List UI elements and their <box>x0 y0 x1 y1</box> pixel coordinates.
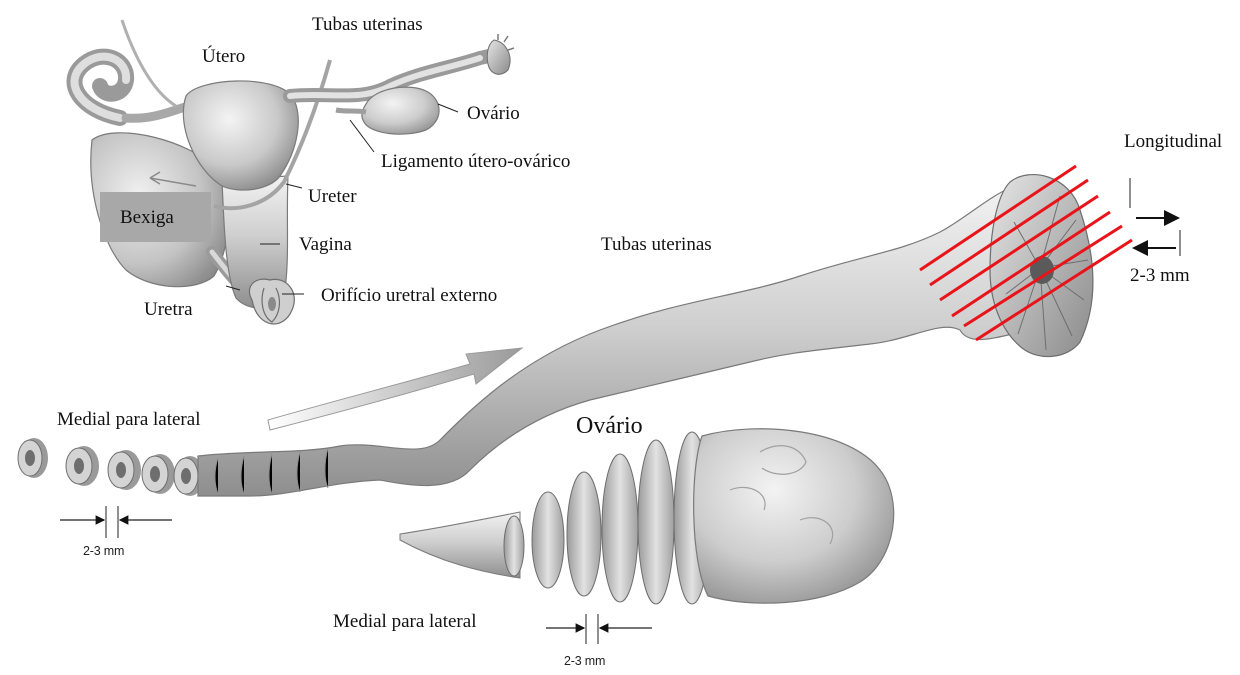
tube-slice-3 <box>108 450 141 490</box>
label-tubas-uterinas-top: Tubas uterinas <box>312 15 423 34</box>
tube-slice-4 <box>142 454 175 494</box>
tube-slices <box>18 438 204 496</box>
bexiga-label-box: Bexiga <box>100 192 211 242</box>
ovary-slice-3 <box>602 454 638 602</box>
label-medial-para-lateral-tube: Medial para lateral <box>57 410 200 429</box>
longitudinal-spacing-indicator <box>1130 178 1180 256</box>
tube-slice-2 <box>66 446 99 486</box>
ovary-slice-2 <box>567 472 601 596</box>
label-tubas-uterinas-middle: Tubas uterinas <box>601 235 712 254</box>
ovary-spacing-indicator <box>546 614 652 644</box>
label-ureter: Ureter <box>308 187 357 206</box>
label-uretra: Uretra <box>144 300 193 319</box>
label-tube-spacing: 2-3 mm <box>83 545 124 558</box>
label-utero: Útero <box>202 47 245 66</box>
label-ovario-small: Ovário <box>467 104 520 123</box>
ovary-body <box>694 429 894 603</box>
label-ovary-spacing: 2-3 mm <box>564 655 605 668</box>
label-orificio-uretral-externo: Orifício uretral externo <box>321 286 497 305</box>
ovary-ligament <box>400 512 520 578</box>
ovary-slices <box>532 432 710 604</box>
label-ovario-big: Ovário <box>576 414 643 438</box>
label-ligamento-utero-ovarico: Ligamento útero-ovárico <box>381 152 570 171</box>
tube-spacing-indicator <box>60 506 172 538</box>
ovary-slice-4 <box>638 440 674 604</box>
ovary-slice-1 <box>532 492 564 588</box>
label-bexiga: Bexiga <box>120 208 174 227</box>
label-longitudinal: Longitudinal <box>1124 132 1222 151</box>
label-vagina: Vagina <box>299 235 352 254</box>
tube-slice-1 <box>18 438 48 478</box>
label-longitudinal-spacing: 2-3 mm <box>1130 266 1190 285</box>
label-medial-para-lateral-ovary: Medial para lateral <box>333 612 476 631</box>
